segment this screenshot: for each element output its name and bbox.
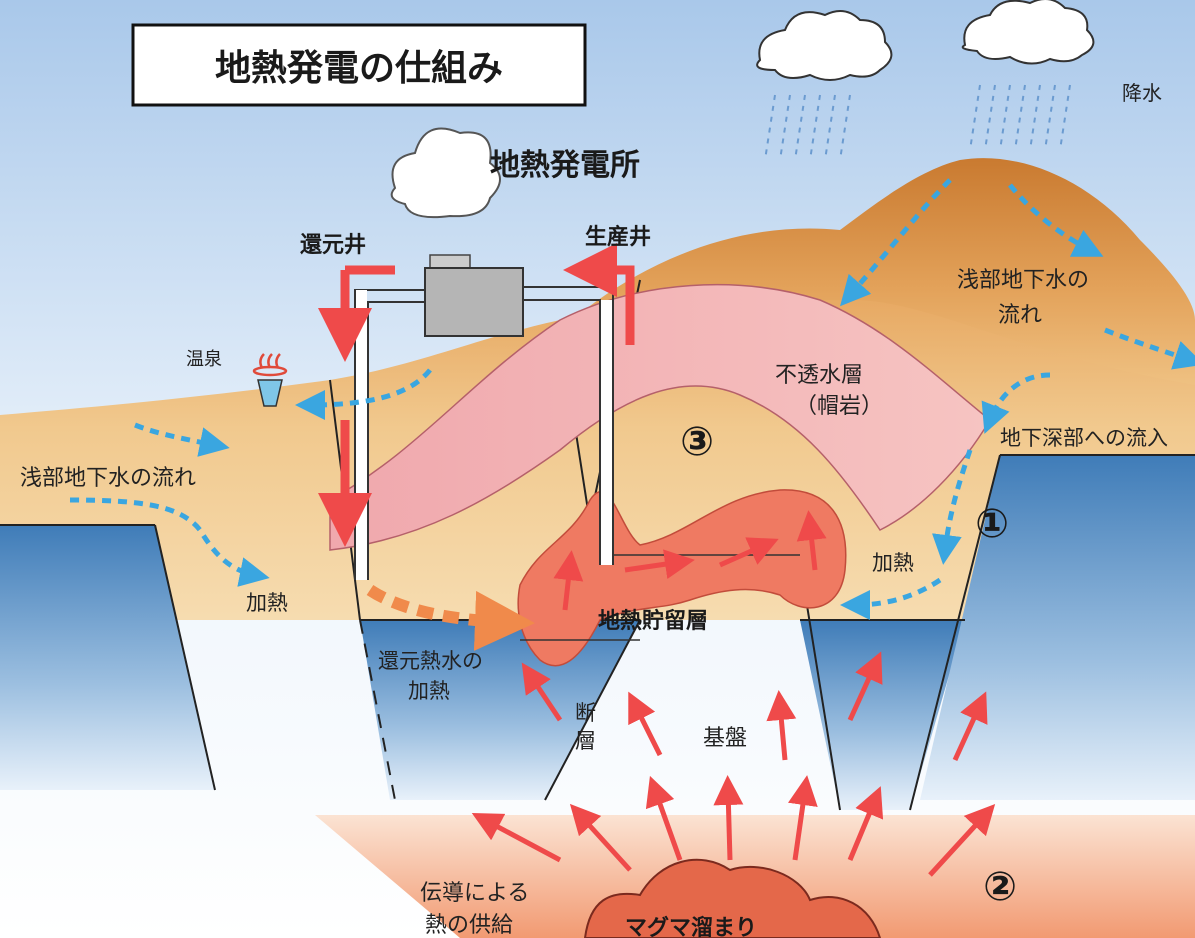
marker-2: ② bbox=[983, 864, 1017, 910]
reservoir-label: 地熱貯留層 bbox=[598, 608, 708, 634]
conduction-label-1: 伝導による bbox=[420, 881, 529, 906]
shallow-flow-right-label-2: 流れ bbox=[998, 303, 1042, 328]
heating-left-label: 加熱 bbox=[246, 591, 288, 615]
production-well-label: 生産井 bbox=[585, 224, 651, 250]
reinjection-well-label: 還元井 bbox=[300, 233, 366, 258]
heating-right-label: 加熱 bbox=[872, 551, 914, 575]
plant-label: 地熱発電所 bbox=[490, 148, 640, 183]
pipe-fill bbox=[356, 290, 367, 580]
fault-label-2: 層 bbox=[575, 729, 596, 753]
marker-3: ③ bbox=[680, 419, 714, 465]
caprock-label-1: 不透水層 bbox=[775, 363, 863, 388]
marker-1: ① bbox=[975, 501, 1009, 547]
fault-label-1: 断 bbox=[575, 701, 596, 725]
rain-label: 降水 bbox=[1122, 81, 1162, 105]
hot-spring-label: 温泉 bbox=[186, 349, 222, 370]
conduction-label-2: 熱の供給 bbox=[425, 913, 513, 938]
deep-flow-label: 地下深部への流入 bbox=[1000, 426, 1168, 450]
page-title: 地熱発電の仕組み bbox=[215, 48, 503, 89]
caprock-label-2: （帽岩） bbox=[795, 394, 883, 419]
magma-label: マグマ溜まり bbox=[625, 915, 757, 938]
pipe-fill bbox=[601, 300, 612, 565]
reinjected-heating-label-1: 還元熱水の bbox=[378, 649, 483, 673]
shallow-flow-left-label: 浅部地下水の流れ bbox=[20, 466, 196, 491]
basement-label: 基盤 bbox=[703, 726, 747, 751]
shallow-flow-right-label-1: 浅部地下水の bbox=[957, 268, 1089, 293]
reinjected-heating-label-2: 加熱 bbox=[408, 679, 450, 703]
